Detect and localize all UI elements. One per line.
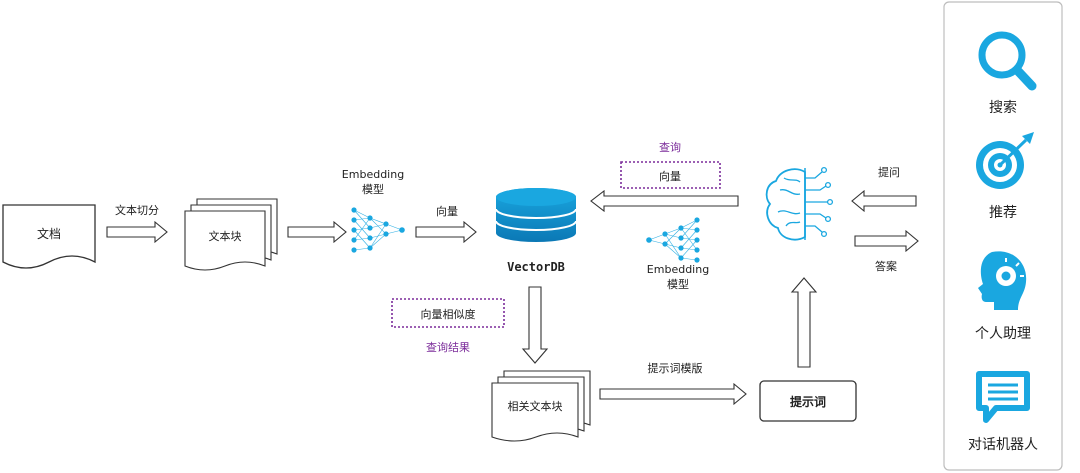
embedding-to-db-arrow xyxy=(415,220,477,244)
embedding-right-line1: Embedding xyxy=(647,263,709,276)
related-chunks-label: 相关文本块 xyxy=(508,399,563,413)
vector-query-label: 向量 xyxy=(659,169,681,183)
text-chunks-label: 文本块 xyxy=(209,229,242,243)
vectordb-label: VectorDB xyxy=(507,260,565,274)
use-case-panel xyxy=(943,1,1063,471)
vector-query-box xyxy=(620,161,721,189)
related-chunks-node: 相关文本块 xyxy=(491,370,591,442)
document-label: 文档 xyxy=(37,226,61,241)
answer-arrow xyxy=(854,229,919,253)
sidebar-item-label-search: 搜索 xyxy=(989,99,1017,116)
query-result-label: 查询结果 xyxy=(426,340,470,354)
split-arrow xyxy=(106,220,168,244)
embedding-right-line2: 模型 xyxy=(667,277,689,291)
embedding-top-line1: Embedding xyxy=(342,168,404,181)
split-label: 文本切分 xyxy=(115,203,159,217)
sidebar-item-label-chatbot: 对话机器人 xyxy=(968,437,1038,453)
ask-arrow xyxy=(851,189,917,213)
database-icon xyxy=(495,188,577,242)
prompt-label: 提示词 xyxy=(790,394,826,409)
text-chunks-node: 文本块 xyxy=(184,198,278,271)
search-icon xyxy=(978,31,1037,91)
vector-label: 向量 xyxy=(436,204,458,218)
embedding-top-line2: 模型 xyxy=(362,182,384,196)
prompt-to-llm-arrow xyxy=(790,277,818,368)
similarity-box xyxy=(391,298,505,328)
query-label: 查询 xyxy=(659,140,681,154)
target-icon xyxy=(976,132,1034,189)
document-node: 文档 xyxy=(2,204,96,269)
sidebar-item-label-assistant: 个人助理 xyxy=(975,326,1031,342)
neural-net-icon xyxy=(351,207,405,253)
db-to-chunks-arrow xyxy=(521,286,549,364)
prompt-box xyxy=(759,380,857,422)
similarity-label: 向量相似度 xyxy=(421,307,476,321)
assistant-head-icon xyxy=(978,251,1027,310)
neural-net-icon-right xyxy=(646,217,700,263)
chunks-to-prompt-arrow xyxy=(599,382,747,406)
chat-icon xyxy=(976,371,1030,423)
answer-label: 答案 xyxy=(875,259,897,273)
prompt-template-label: 提示词模版 xyxy=(648,361,703,375)
brain-icon xyxy=(765,166,834,241)
sidebar-item-label-recommend: 推荐 xyxy=(989,205,1017,221)
chunks-to-embedding-arrow xyxy=(287,220,347,244)
query-arrow xyxy=(590,189,739,213)
ask-label: 提问 xyxy=(878,166,900,179)
